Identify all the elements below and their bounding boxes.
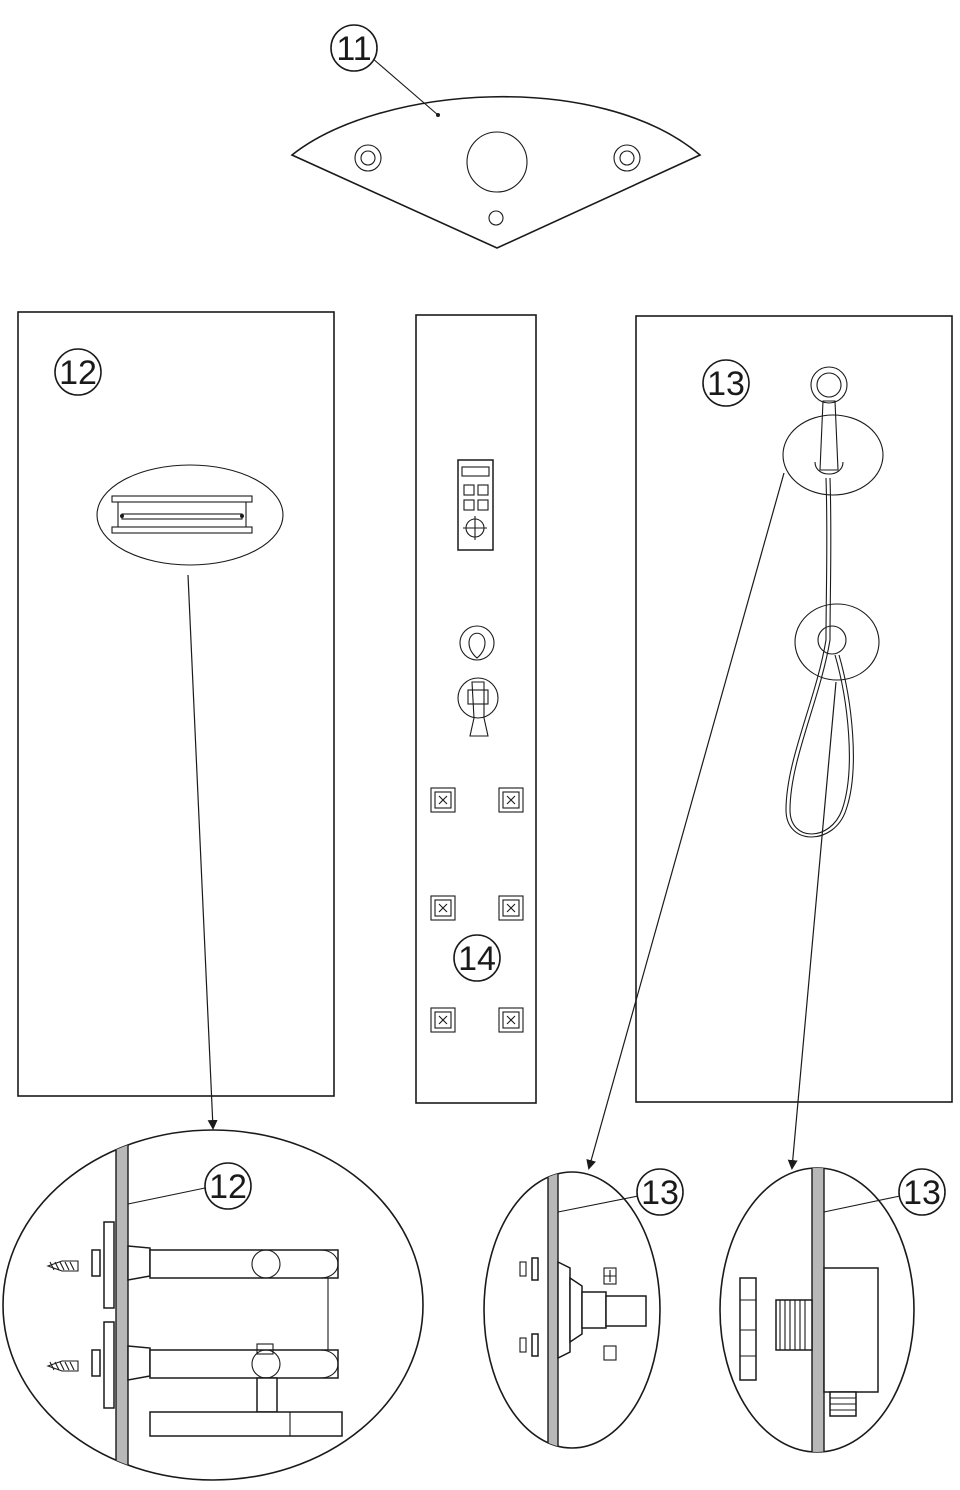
hose-outlet xyxy=(794,603,880,681)
towel-bar-icon xyxy=(111,495,253,534)
lower-mount-assembly xyxy=(46,1321,339,1413)
upper-mount-assembly xyxy=(46,1221,339,1309)
detail-13-holder-mount xyxy=(483,1171,661,1449)
svg-text:13: 13 xyxy=(641,1174,679,1212)
svg-text:12: 12 xyxy=(209,1168,247,1206)
callout-12-panel: 12 xyxy=(54,348,102,396)
arrow-13-right xyxy=(787,681,837,1170)
svg-text:13: 13 xyxy=(903,1174,941,1212)
towel-bar-rail xyxy=(149,1411,343,1437)
control-keypad xyxy=(457,459,494,551)
diverter-knob xyxy=(459,625,495,661)
top-plate-part-11 xyxy=(290,57,702,249)
callout-13-detail-left: 13 xyxy=(636,1168,684,1216)
detail-13-outlet-mount xyxy=(719,1167,915,1453)
plate-hole-right xyxy=(613,144,641,172)
arrow-13-left xyxy=(586,472,785,1170)
plate-small-hole xyxy=(488,210,504,226)
side-panel-part-12 xyxy=(17,311,335,1097)
svg-text:11: 11 xyxy=(336,30,371,68)
detail-12-towel-bar-mount xyxy=(2,1129,424,1481)
callout-11: 11 xyxy=(330,24,378,72)
side-panel-part-13 xyxy=(635,315,953,1103)
callout-13-detail-right: 13 xyxy=(898,1168,946,1216)
detail-arrows xyxy=(187,472,837,1170)
plate-hole-left xyxy=(354,144,382,172)
body-jets xyxy=(430,787,524,1033)
control-column-part-14 xyxy=(415,314,537,1104)
shower-hose xyxy=(785,477,854,838)
callout-12-detail: 12 xyxy=(204,1162,252,1210)
mixer-lever xyxy=(457,677,499,737)
svg-text:14: 14 xyxy=(458,940,496,978)
callout-13-panel: 13 xyxy=(702,359,750,407)
arrow-12 xyxy=(187,574,218,1130)
hand-shower-holder xyxy=(782,366,884,496)
svg-text:13: 13 xyxy=(707,365,745,403)
towel-bar-highlight xyxy=(96,464,284,566)
plate-center-hole xyxy=(466,131,528,193)
svg-text:12: 12 xyxy=(59,354,97,392)
callout-14: 14 xyxy=(453,934,501,982)
